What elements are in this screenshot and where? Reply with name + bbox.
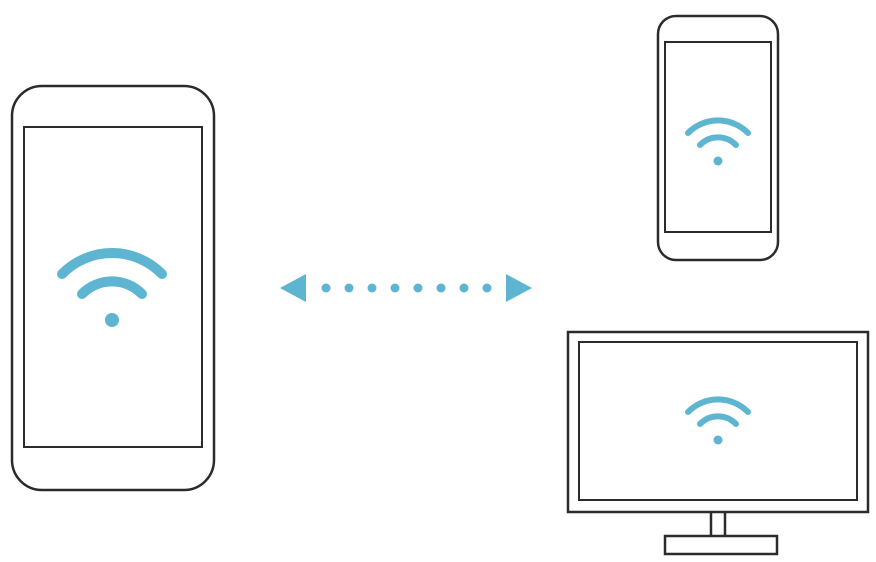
arrow-head-left <box>280 274 306 302</box>
large-phone-screen <box>23 126 203 448</box>
wifi-icon <box>685 396 751 445</box>
connector-arrow <box>280 274 532 302</box>
small-phone-screen <box>664 41 772 233</box>
arrow-head-right <box>506 274 532 302</box>
wifi-icon <box>57 247 167 327</box>
monitor <box>566 330 870 556</box>
small-phone <box>656 14 780 262</box>
wifi-icon <box>685 117 751 166</box>
small-phone-body <box>656 14 780 262</box>
monitor-stand <box>663 512 779 556</box>
large-phone-body <box>10 84 216 492</box>
monitor-frame <box>566 330 870 514</box>
large-phone <box>10 84 216 492</box>
monitor-screen <box>578 341 858 501</box>
arrow-dots <box>321 283 492 293</box>
